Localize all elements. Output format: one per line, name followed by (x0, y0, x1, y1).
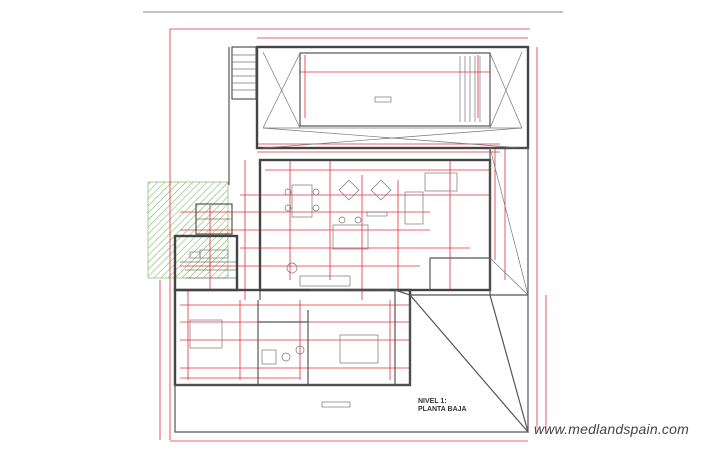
pool-area (255, 45, 530, 150)
roof-right (410, 147, 529, 433)
watermark: www.medlandspain.com (534, 421, 689, 437)
floor-name: PLANTA BAJA (418, 406, 467, 413)
terrace (174, 293, 530, 433)
level-label: NIVEL 1: (418, 398, 447, 405)
exterior-stair (228, 46, 257, 185)
left-wing (173, 203, 239, 292)
